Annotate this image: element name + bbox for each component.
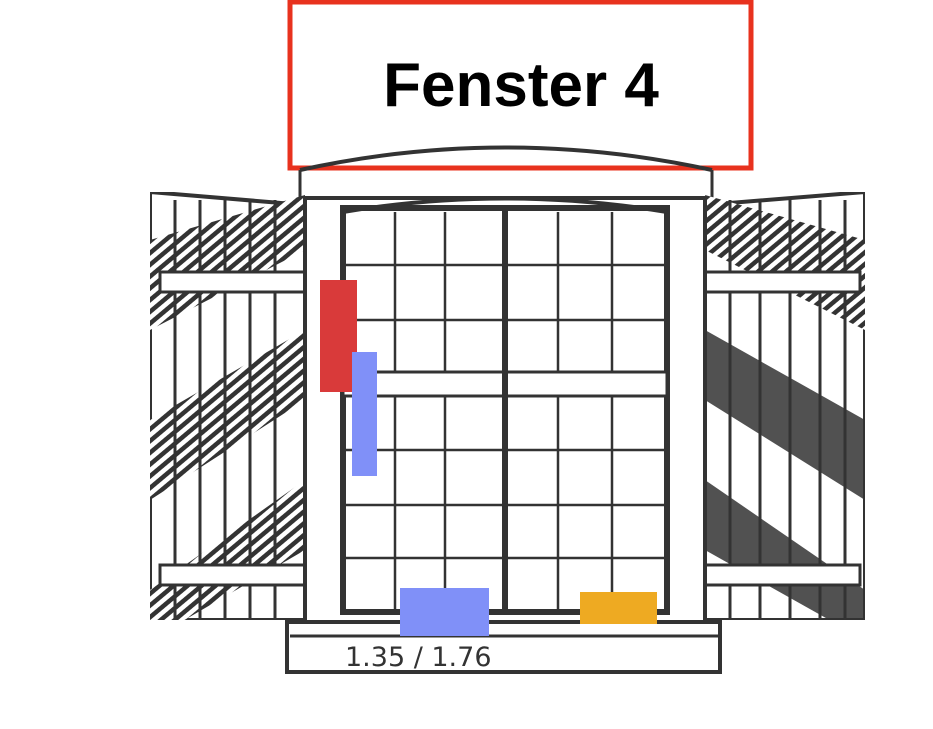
red-marker [320,280,357,392]
glass-grid [345,212,665,610]
right-shutter [705,192,865,620]
left-shutter [150,192,305,620]
title-text: Fenster 4 [383,51,659,120]
blue-marker-vertical [352,352,377,476]
blue-marker-bottom [400,588,489,636]
dimension-label: 1.35 / 1.76 [345,642,492,673]
arch-sides [298,170,714,200]
title-box: Fenster 4 [287,0,754,171]
orange-marker [580,592,657,624]
window-sill: 1.35 / 1.76 [285,620,722,674]
arch-top [299,145,713,172]
window-frame [303,196,707,624]
title-border [287,0,754,171]
